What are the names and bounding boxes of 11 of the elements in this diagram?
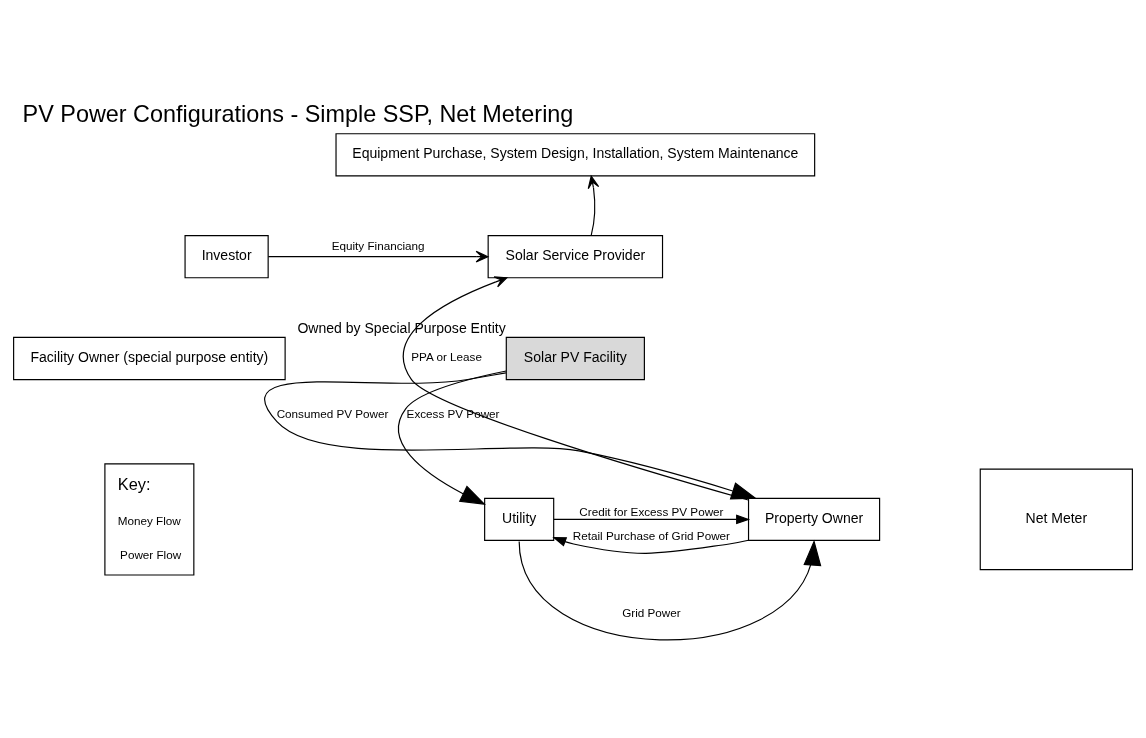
edge-label: PPA or Lease [411,349,482,363]
edge-label: Retail Purchase of Grid Power [572,528,731,542]
legend-label: Power Flow [120,547,182,561]
node-label: Owned by Special Purpose Entity [297,319,506,336]
edge-label: Credit for Excess PV Power [579,504,724,518]
edge-label: Equity Financiang [331,238,425,252]
diagram-title: PV Power Configurations - Simple SSP, Net Metering [22,100,574,127]
edge-label: Grid Power [622,605,681,619]
legend-label: Money Flow [117,513,181,527]
label: Key: [117,474,151,493]
edge-label: Consumed PV Power [276,406,389,420]
